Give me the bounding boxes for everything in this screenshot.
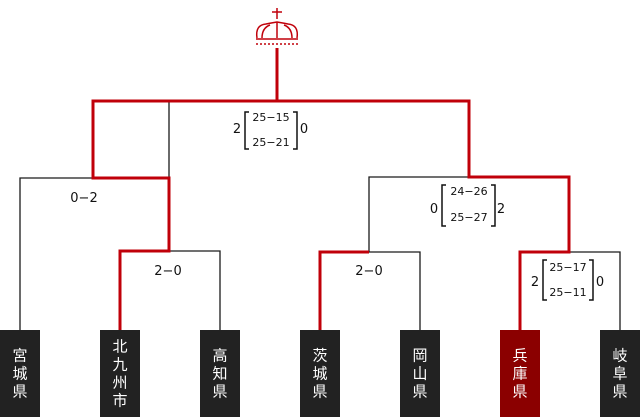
final-set2: 25−21 [252,136,289,149]
team-name-char: 阜 [612,365,627,383]
team-name: 兵庫県 [512,347,527,401]
team-name: 宮城県 [12,347,27,401]
team-box[interactable]: 茨城県 [300,330,340,417]
bracket-lines-winner [91,48,571,330]
team-name: 北九州市 [112,338,127,410]
team-name: 高知県 [212,347,227,401]
team-name-char: 北 [112,338,127,356]
team-box[interactable]: 兵庫県 [500,330,540,417]
team-box[interactable]: 宮城県 [0,330,40,417]
semi-right-set2: 25−27 [450,211,487,224]
team-name-char: 城 [312,365,327,383]
semi-right-left-sets: 0 [430,202,438,217]
team-name-char: 九 [112,356,127,374]
final-left-sets: 2 [233,122,241,137]
bracket-left [244,111,249,150]
team-name-char: 山 [412,365,427,383]
r1-right-set1: 25−17 [549,261,586,274]
final-right-sets: 0 [300,122,308,137]
team-name-char: 庫 [512,365,527,383]
bracket-left [441,184,446,227]
bracket-right [293,111,298,150]
team-name-char: 宮 [12,347,27,365]
team-name-char: 城 [12,365,27,383]
r1-right-left-sets: 2 [531,275,539,290]
team-name-char: 高 [212,347,227,365]
team-name-char: 茨 [312,347,327,365]
semi-right-set1: 24−26 [450,185,487,198]
bracket-left [542,259,547,301]
semi-left-score: 0−2 [70,191,97,206]
team-name-char: 兵 [512,347,527,365]
team-name-char: 県 [612,383,627,401]
r1-right-right-sets: 0 [596,275,604,290]
team-box[interactable]: 北九州市 [100,330,140,417]
team-name-char: 州 [112,374,127,392]
team-name-char: 知 [212,365,227,383]
team-name-char: 県 [212,383,227,401]
team-box-bg [300,330,340,417]
team-box-bg [200,330,240,417]
r1-right-set2: 25−11 [549,286,586,299]
team-box-bg [0,330,40,417]
team-name-char: 県 [312,383,327,401]
final-set1: 25−15 [252,111,289,124]
team-box[interactable]: 岡山県 [400,330,440,417]
team-name-char: 県 [412,383,427,401]
team-box-bg [600,330,640,417]
r1-right-score: 2 25−17 25−11 0 [531,259,604,301]
team-name-char: 岐 [612,347,627,365]
team-name-char: 市 [112,392,127,410]
team-name-char: 岡 [412,347,427,365]
team-box-bg [400,330,440,417]
semi-right-score: 0 24−26 25−27 2 [430,184,505,227]
r1-left-score: 2−0 [154,264,181,279]
team-name: 岐阜県 [612,347,627,401]
team-name-char: 県 [12,383,27,401]
semi-right-right-sets: 2 [497,202,505,217]
team-name: 岡山県 [412,347,427,401]
bracket-right [589,259,594,301]
r1-mid-score: 2−0 [355,264,382,279]
bracket-right [491,184,496,227]
final-score: 2 25−15 25−21 0 [233,111,308,150]
team-name: 茨城県 [312,347,327,401]
team-box[interactable]: 高知県 [200,330,240,417]
team-box-bg [100,330,140,417]
team-box[interactable]: 岐阜県 [600,330,640,417]
team-box-bg [500,330,540,417]
crown-icon [255,8,299,45]
team-name-char: 県 [512,383,527,401]
